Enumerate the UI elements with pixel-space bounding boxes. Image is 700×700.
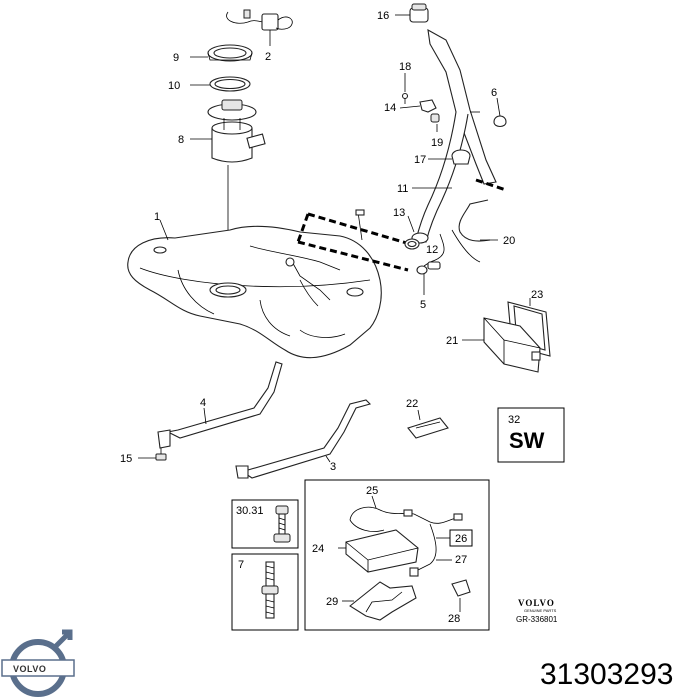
box-wiring-assembly bbox=[304, 479, 490, 631]
callout-10: 10 bbox=[168, 80, 180, 92]
volvo-genuine-parts-text: GENUINE PARTS bbox=[524, 608, 557, 613]
volvo-logo-text: VOLVO bbox=[13, 664, 46, 674]
box-32-sw-text: SW bbox=[509, 428, 545, 453]
callout-28: 28 bbox=[448, 613, 460, 625]
callout-4: 4 bbox=[200, 397, 206, 409]
callout-16: 16 bbox=[377, 10, 389, 22]
callout-19: 19 bbox=[431, 137, 443, 149]
callout-26: 26 bbox=[455, 533, 467, 545]
callout-20: 20 bbox=[503, 235, 515, 247]
part-12-13-hose-ring bbox=[404, 238, 420, 250]
part-number: 31303293 bbox=[540, 658, 673, 691]
part-16-filler-cap bbox=[409, 3, 429, 23]
callout-22: 22 bbox=[406, 398, 418, 410]
part-18-bolt bbox=[401, 92, 409, 104]
part-4-strap bbox=[157, 361, 283, 449]
box-7-label: 7 bbox=[238, 559, 244, 571]
callout-18: 18 bbox=[399, 61, 411, 73]
dashed-vent-lines bbox=[296, 212, 411, 272]
callout-5: 5 bbox=[420, 299, 426, 311]
part-11-filler-pipe bbox=[411, 28, 507, 244]
volvo-genuine-parts-mark: VOLVO GENUINE PARTS GR-336801 bbox=[516, 598, 558, 624]
box-32-sw: 32 SW bbox=[497, 407, 565, 463]
callout-14: 14 bbox=[384, 102, 396, 114]
vent-valve bbox=[355, 209, 365, 241]
box-7: 7 bbox=[231, 553, 299, 631]
part-15-bolt bbox=[155, 448, 167, 461]
callout-12: 12 bbox=[426, 244, 438, 256]
part-19-grommet bbox=[430, 113, 440, 123]
callout-8: 8 bbox=[178, 134, 184, 146]
part-6-clip bbox=[493, 115, 507, 128]
volvo-wordmark: VOLVO bbox=[518, 598, 555, 608]
part-20-vent-hose bbox=[423, 199, 498, 270]
part-5-connector bbox=[416, 265, 428, 275]
part-9-lock-ring bbox=[207, 44, 253, 62]
callout-17: 17 bbox=[414, 154, 426, 166]
volvo-logo: VOLVO bbox=[1, 629, 75, 697]
box-30-31: 30.31 bbox=[231, 499, 299, 549]
callout-3: 3 bbox=[330, 461, 336, 473]
callout-11: 11 bbox=[397, 183, 408, 195]
part-22-label bbox=[407, 417, 449, 439]
callout-29: 29 bbox=[326, 596, 338, 608]
callout-25: 25 bbox=[366, 485, 378, 497]
callout-1: 1 bbox=[154, 211, 160, 223]
callout-2: 2 bbox=[265, 51, 271, 63]
box-30-31-label: 30.31 bbox=[236, 505, 264, 517]
box-32-label: 32 bbox=[508, 414, 520, 426]
part-14-bracket bbox=[419, 99, 437, 113]
part-21-control-module bbox=[483, 317, 541, 373]
callout-21: 21 bbox=[446, 335, 458, 347]
callout-6: 6 bbox=[491, 87, 497, 99]
part-10-seal-ring bbox=[209, 76, 251, 92]
callout-24: 24 bbox=[312, 543, 324, 555]
part-1-fuel-tank bbox=[127, 225, 382, 359]
callout-23: 23 bbox=[531, 289, 543, 301]
part-3-strap bbox=[235, 399, 372, 479]
diagram-code: GR-336801 bbox=[516, 615, 558, 624]
callout-13: 13 bbox=[393, 207, 405, 219]
part-2-connector bbox=[226, 9, 293, 46]
callout-27: 27 bbox=[455, 554, 467, 566]
callout-9: 9 bbox=[173, 52, 179, 64]
callout-15: 15 bbox=[120, 453, 132, 465]
part-8-fuel-pump-module bbox=[207, 99, 266, 163]
part-17-clamp bbox=[451, 149, 471, 165]
